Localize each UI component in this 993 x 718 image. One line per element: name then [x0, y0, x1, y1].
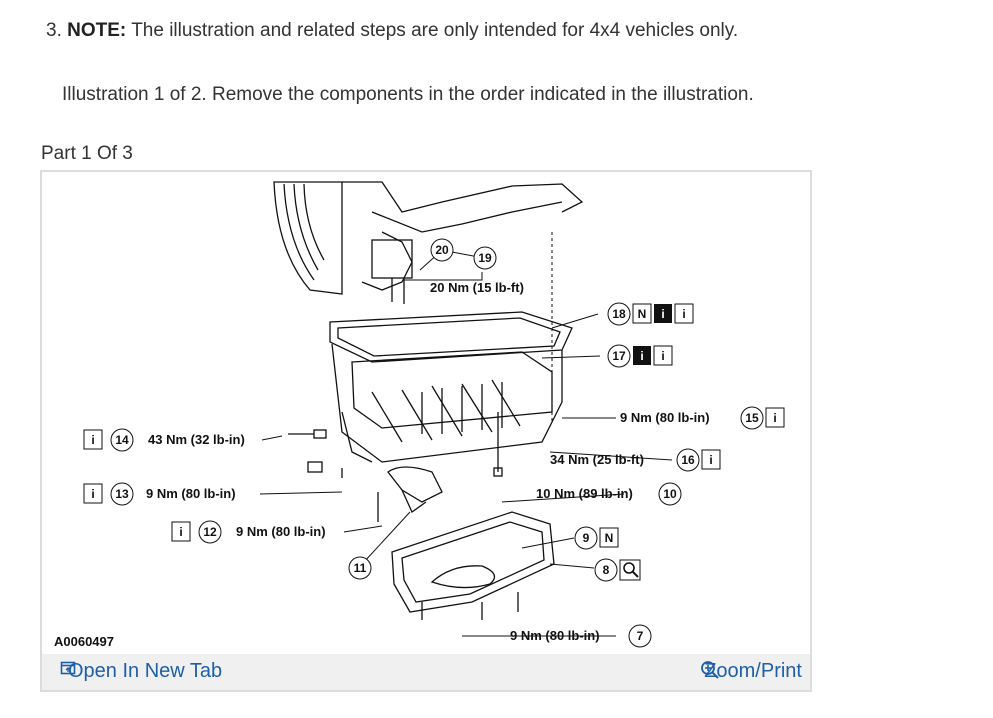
callout-19: 19 20 Nm (15 lb-ft): [430, 246, 524, 295]
svg-text:9 Nm (80 lb-in): 9 Nm (80 lb-in): [146, 486, 236, 501]
oil-pan-diagram: 20 19 20 Nm (15 lb-ft) 18 N i i 17 i i 9…: [54, 181, 785, 649]
svg-text:18: 18: [612, 307, 626, 321]
callout-8: 8: [594, 558, 641, 582]
svg-text:15: 15: [745, 411, 759, 425]
svg-text:13: 13: [115, 487, 129, 501]
svg-text:20 Nm (15 lb-ft): 20 Nm (15 lb-ft): [430, 280, 524, 295]
callout-12: i 12 9 Nm (80 lb-in): [171, 520, 326, 544]
svg-text:10: 10: [663, 487, 677, 501]
note-label: NOTE:: [67, 20, 127, 41]
svg-text:i: i: [709, 453, 712, 467]
svg-text:i: i: [661, 349, 664, 363]
figure-code: A0060497: [54, 634, 114, 649]
svg-text:9 Nm (80 lb-in): 9 Nm (80 lb-in): [510, 628, 600, 643]
svg-text:i: i: [773, 411, 776, 425]
callout-17: 17 i i: [607, 344, 673, 368]
zoom-print-label: Zoom/Print: [704, 660, 802, 682]
svg-text:i: i: [91, 433, 94, 447]
svg-text:i: i: [640, 349, 643, 363]
magnifier-icon: [619, 559, 641, 581]
svg-text:14: 14: [115, 433, 129, 447]
illustration-caption: Illustration 1 of 2. Remove the componen…: [62, 84, 754, 105]
svg-text:43 Nm (32 lb-in): 43 Nm (32 lb-in): [148, 432, 245, 447]
flywheel-drawing: [273, 181, 584, 304]
note-text: The illustration and related steps are o…: [131, 20, 739, 41]
svg-text:20: 20: [435, 243, 449, 257]
svg-text:11: 11: [354, 561, 367, 575]
svg-text:34 Nm (25 lb-ft): 34 Nm (25 lb-ft): [550, 452, 644, 467]
svg-text:i: i: [91, 487, 94, 501]
figure-action-bar: Open In New Tab Zoom/Print: [42, 654, 810, 690]
svg-text:8: 8: [603, 563, 610, 577]
callout-9: 9 N: [574, 526, 619, 550]
callout-18: 18 N i i: [607, 302, 694, 326]
svg-text:19: 19: [478, 251, 492, 265]
svg-text:17: 17: [612, 349, 626, 363]
open-in-new-tab-link[interactable]: Open In New Tab: [60, 660, 222, 683]
svg-text:N: N: [605, 531, 614, 545]
svg-text:i: i: [179, 525, 182, 539]
zoom-print-link[interactable]: Zoom/Print: [700, 660, 802, 683]
callout-20: 20: [430, 238, 454, 262]
callout-15: 9 Nm (80 lb-in) 15 i: [620, 406, 785, 430]
svg-text:16: 16: [681, 453, 695, 467]
callout-13: i 13 9 Nm (80 lb-in): [83, 482, 236, 506]
svg-text:10 Nm (89 lb-in): 10 Nm (89 lb-in): [536, 486, 633, 501]
callout-10: 10 Nm (89 lb-in) 10: [536, 482, 682, 506]
svg-text:9: 9: [583, 531, 590, 545]
svg-text:N: N: [638, 307, 647, 321]
open-in-new-tab-label: Open In New Tab: [68, 660, 223, 682]
svg-text:12: 12: [203, 525, 217, 539]
part-label: Part 1 Of 3: [41, 143, 133, 164]
leader-lines: [259, 232, 673, 637]
svg-text:i: i: [682, 307, 685, 321]
callout-16: 34 Nm (25 lb-ft) 16 i: [550, 448, 721, 472]
step-note: 3. NOTE: The illustration and related st…: [46, 20, 738, 42]
pickup-tube-drawing: [288, 412, 503, 522]
callout-11: 11: [348, 556, 372, 580]
svg-text:i: i: [661, 307, 664, 321]
step-number: 3.: [46, 20, 62, 41]
svg-text:9 Nm (80 lb-in): 9 Nm (80 lb-in): [236, 524, 326, 539]
upper-pan-drawing: [329, 311, 573, 463]
svg-text:7: 7: [637, 629, 644, 643]
callout-7: 9 Nm (80 lb-in) 7: [510, 624, 652, 648]
svg-text:9 Nm (80 lb-in): 9 Nm (80 lb-in): [620, 410, 710, 425]
figure-box: 20 19 20 Nm (15 lb-ft) 18 N i i 17 i i 9…: [40, 170, 812, 692]
callout-14: i 14 43 Nm (32 lb-in): [83, 428, 245, 452]
lower-pan-drawing: [391, 511, 555, 620]
